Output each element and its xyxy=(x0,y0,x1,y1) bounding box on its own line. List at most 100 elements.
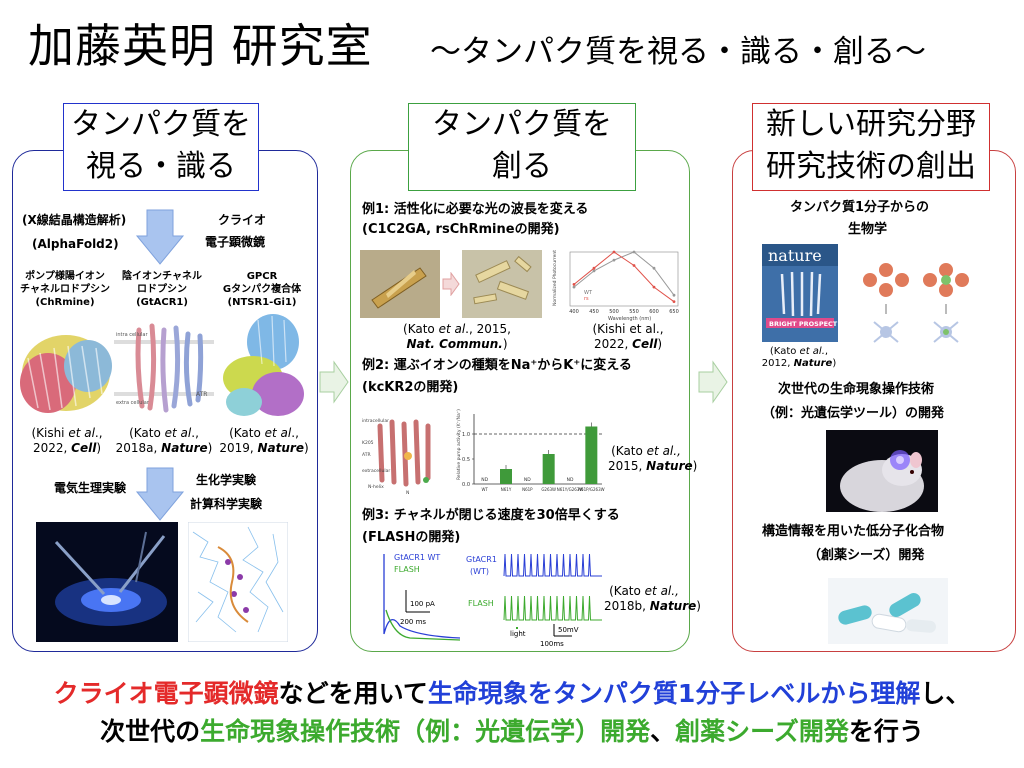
bar xyxy=(500,469,512,484)
citation: (Kato et al., 2018b, Nature) xyxy=(604,584,701,613)
spike-trace-chart: GtACR1 (WT) FLASH light 50mV 100ms xyxy=(466,553,602,648)
x-tick-label: N61P xyxy=(522,487,533,492)
series-line xyxy=(573,251,675,303)
legend-item: rs xyxy=(584,296,589,302)
axis-label: Wavelength (nm) xyxy=(608,316,651,322)
x-tick-label: WT xyxy=(481,487,488,492)
crystal-photo xyxy=(360,250,440,318)
scale-label: 100 pA xyxy=(410,600,435,608)
citation: (Kato et al., 2019, Nature) xyxy=(219,426,309,455)
method-ephys: 電気生理実験 xyxy=(54,481,127,495)
axis-label: Relative pump activity (K⁺/Na⁺) xyxy=(456,409,462,480)
y-tick-label: 0.0 xyxy=(462,482,470,488)
stimulus-label: light xyxy=(510,630,526,638)
example2-subtitle: (kcKR2の開発) xyxy=(362,380,459,395)
citation: (Kato et al., 2018a, Nature) xyxy=(115,426,213,455)
struct-label: ATR xyxy=(196,391,207,398)
arrow-down-icon xyxy=(135,467,185,521)
single-molecule-schematic xyxy=(863,263,969,343)
x-tick-label: N61Y xyxy=(501,487,512,492)
heading-new-fields: 新しい研究分野 研究技術の創出 xyxy=(752,103,990,191)
struct-label: intra cellular xyxy=(116,332,148,338)
topic2-title: （例：光遺伝学ツール）の開発 xyxy=(762,406,945,421)
example1-subtitle: (C1C2GA, rsChRmineの開発) xyxy=(362,222,560,237)
method-xray: (X線結晶構造解析) xyxy=(22,213,127,227)
citation: (Kishi et al., 2022, Cell) xyxy=(31,426,103,455)
heading-line: タンパク質を xyxy=(432,107,612,142)
struct-label: extracellular xyxy=(362,468,390,474)
heading-line: タンパク質を xyxy=(71,107,251,142)
topic1-title: 生物学 xyxy=(848,222,888,237)
y-tick-label: 1.0 xyxy=(462,432,470,438)
method-compsci: 計算科学実験 xyxy=(190,497,263,511)
current-trace-chart: GtACR1 WT FLASH 100 pA 200 ms xyxy=(383,553,460,641)
topic1-title: タンパク質1分子からの xyxy=(790,200,930,215)
protein2-label: 陰イオンチャネルロドプシン(GtACR1) xyxy=(122,271,202,308)
computational-science-image xyxy=(188,522,288,642)
topic3-title: （創薬シーズ）開発 xyxy=(808,548,925,563)
x-tick-label: 550 xyxy=(629,309,639,315)
scale-label: 100ms xyxy=(540,640,564,648)
journal-logo: nature xyxy=(768,246,822,265)
ntsr1-structure-image xyxy=(223,314,304,416)
protein1-label: ポンプ様陽イオンチャネルロドプシン(ChRmine) xyxy=(20,271,110,308)
arrow-right-icon xyxy=(698,360,728,404)
trace-label: FLASH xyxy=(468,599,494,608)
method-cryo: クライオ xyxy=(218,213,267,227)
axis-label: Normalized Photocurrent xyxy=(552,250,558,306)
gtacr1-structure-image: intra cellular extra cellular ATR xyxy=(114,323,214,413)
citation: (Kishi et al., 2022, Cell) xyxy=(592,322,664,351)
heading-observe: タンパク質を 視る・識る xyxy=(63,103,259,191)
scale-label: 200 ms xyxy=(400,618,426,626)
chrmine-structure-image xyxy=(20,335,112,413)
bar-label: ND xyxy=(481,477,488,483)
method-cryo: 電子顕微鏡 xyxy=(205,235,266,249)
heading-line: 視る・識る xyxy=(86,149,236,184)
citation: (Kato et al., 2015, Nat. Commun.) xyxy=(403,322,511,351)
struct-label: intracellular xyxy=(362,418,389,424)
struct-label: K205 xyxy=(362,440,374,446)
panel-create xyxy=(350,150,690,652)
x-tick-label: 450 xyxy=(589,309,599,315)
arrow-right-icon xyxy=(442,272,460,296)
example2-title: 例2: 運ぶイオンの種類をNa⁺からK⁺に変える xyxy=(362,358,632,373)
x-tick-label: 500 xyxy=(609,309,619,315)
nature-cover-image: nature BRIGHT PROSPECT xyxy=(762,244,838,342)
topic3-title: 構造情報を用いた低分子化合物 xyxy=(762,524,945,539)
bar xyxy=(585,426,598,484)
y-tick-label: 0.5 xyxy=(462,457,470,463)
example1-title: 例1: 活性化に必要な光の波長を変える xyxy=(362,202,589,217)
scale-label: 50mV xyxy=(558,626,579,634)
page-subtitle: 〜タンパク質を視る・識る・創る〜 xyxy=(430,34,926,70)
flash-spike-trace xyxy=(503,595,602,621)
legend-item: WT xyxy=(584,290,593,296)
struct-label: N xyxy=(406,490,409,496)
bar-label: ND xyxy=(524,477,531,483)
panel-new-fields xyxy=(732,150,1016,652)
cover-headline: BRIGHT PROSPECT xyxy=(769,320,838,328)
x-tick-label: N61P/G263W xyxy=(578,487,605,492)
electrophysiology-photo xyxy=(36,522,178,642)
summary-line-2: 次世代の生命現象操作技術（例：光遺伝学）開発、創薬シーズ開発を行う xyxy=(100,717,924,746)
wt-spike-trace xyxy=(503,553,602,577)
x-tick-label: 650 xyxy=(669,309,679,315)
trace-label: (WT) xyxy=(470,567,489,576)
arrow-down-icon xyxy=(135,209,185,265)
heading-line: 創る xyxy=(492,149,552,184)
struct-label: N-helix xyxy=(368,484,384,490)
method-biochem: 生化学実験 xyxy=(196,473,257,487)
struct-label: ATR xyxy=(362,452,371,458)
example3-title: 例3: チャネルが閉じる速度を30倍早くする xyxy=(362,508,620,523)
x-tick-label: 600 xyxy=(649,309,659,315)
citation: (Kato et al., 2012, Nature) xyxy=(761,346,837,369)
arrow-right-icon xyxy=(319,360,349,404)
method-alphafold: (AlphaFold2) xyxy=(32,237,119,251)
heading-line: 新しい研究分野 xyxy=(766,107,976,142)
crystal-photo xyxy=(462,250,542,318)
bar-label: ND xyxy=(567,477,574,483)
heading-line: 研究技術の創出 xyxy=(766,149,976,184)
page-title: 加藤英明 研究室 xyxy=(28,19,373,73)
